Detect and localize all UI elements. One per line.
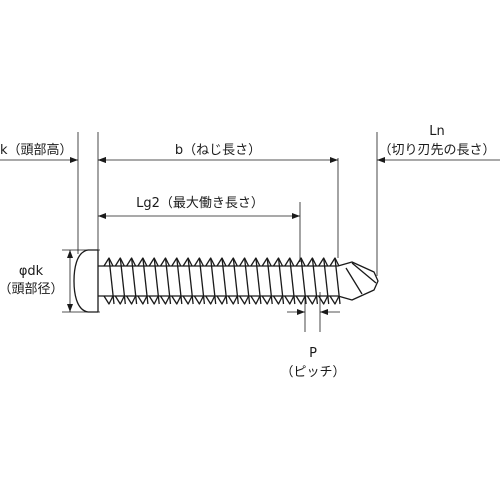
arrow-lg2-right (292, 213, 300, 219)
label-k: k（頭部高） (0, 142, 73, 158)
thread-crest-bottom (250, 295, 261, 305)
label-lg2: Lg2（最大働き長さ） (136, 196, 264, 211)
thread-crest-bottom (272, 295, 284, 305)
label-p-top: P (309, 346, 317, 361)
dim-k: k（頭部高） (0, 142, 106, 163)
thread-helix (255, 257, 262, 305)
dim-b: b（ねじ長さ） (98, 143, 338, 163)
screw-tip-flute (345, 262, 377, 295)
thread-crest-bottom (318, 295, 329, 305)
thread-crest-bottom (284, 295, 295, 305)
arrow-dk-top (67, 250, 73, 258)
thread-helix (221, 257, 228, 305)
thread-crest-bottom (159, 295, 171, 305)
thread-helix (243, 257, 251, 305)
thread-helix (300, 257, 307, 305)
thread-crest-bottom (261, 295, 272, 305)
arrow-b-left (98, 157, 106, 163)
extension-lines (62, 132, 378, 332)
screw-threads (103, 257, 341, 305)
thread-helix (311, 257, 319, 305)
arrow-lg2-left (98, 213, 106, 219)
thread-crest-bottom (295, 295, 306, 305)
thread-helix (210, 257, 217, 305)
arrow-p-left (297, 309, 305, 315)
dim-dk: φdk （頭部径） (0, 250, 73, 312)
thread-helix (323, 257, 330, 305)
thread-crest-bottom (126, 295, 137, 305)
thread-helix (187, 257, 194, 305)
thread-crest-bottom (137, 295, 148, 305)
thread-crest-bottom (103, 295, 114, 305)
thread-crest-bottom (114, 295, 125, 305)
thread-helix (289, 257, 296, 305)
thread-helix (119, 257, 126, 305)
label-dk-bottom: （頭部径） (0, 282, 64, 297)
thread-crest-bottom (239, 295, 250, 305)
label-p-bottom: （ピッチ） (280, 365, 345, 380)
label-ln-top: Ln (429, 124, 444, 139)
thread-crest-bottom (205, 295, 216, 305)
arrow-k-left (70, 157, 78, 163)
label-ln-bottom: （切り刃先の長さ） (378, 143, 495, 158)
thread-helix (108, 257, 115, 305)
thread-helix (334, 257, 341, 305)
thread-crest-bottom (193, 295, 204, 305)
thread-helix (153, 257, 160, 305)
thread-crest-bottom (171, 295, 182, 305)
thread-crest-bottom (306, 295, 317, 305)
thread-crest-bottom (216, 295, 227, 305)
thread-helix (164, 257, 172, 305)
thread-crest-bottom (148, 295, 159, 305)
thread-crest-bottom (227, 295, 238, 305)
thread-helix (142, 257, 149, 305)
thread-crest-bottom (329, 295, 340, 305)
screw-drill-tip (337, 261, 379, 301)
thread-crest-bottom (182, 295, 193, 305)
thread-helix (176, 257, 183, 305)
label-dk-top: φdk (19, 264, 44, 279)
arrow-p-right (320, 309, 328, 315)
screw-head (73, 249, 99, 313)
dim-ln: Ln （切り刃先の長さ） (330, 124, 500, 163)
arrow-ln-right (377, 157, 385, 163)
screw (73, 249, 379, 313)
thread-helix (232, 257, 239, 305)
arrow-dk-bottom (67, 304, 73, 312)
label-b: b（ねじ長さ） (175, 143, 261, 158)
thread-helix (277, 257, 285, 305)
dim-lg2: Lg2（最大働き長さ） (98, 196, 300, 219)
thread-helix (130, 257, 138, 305)
thread-helix (266, 257, 273, 305)
thread-helix (198, 257, 206, 305)
dim-pitch: P （ピッチ） (280, 309, 346, 380)
